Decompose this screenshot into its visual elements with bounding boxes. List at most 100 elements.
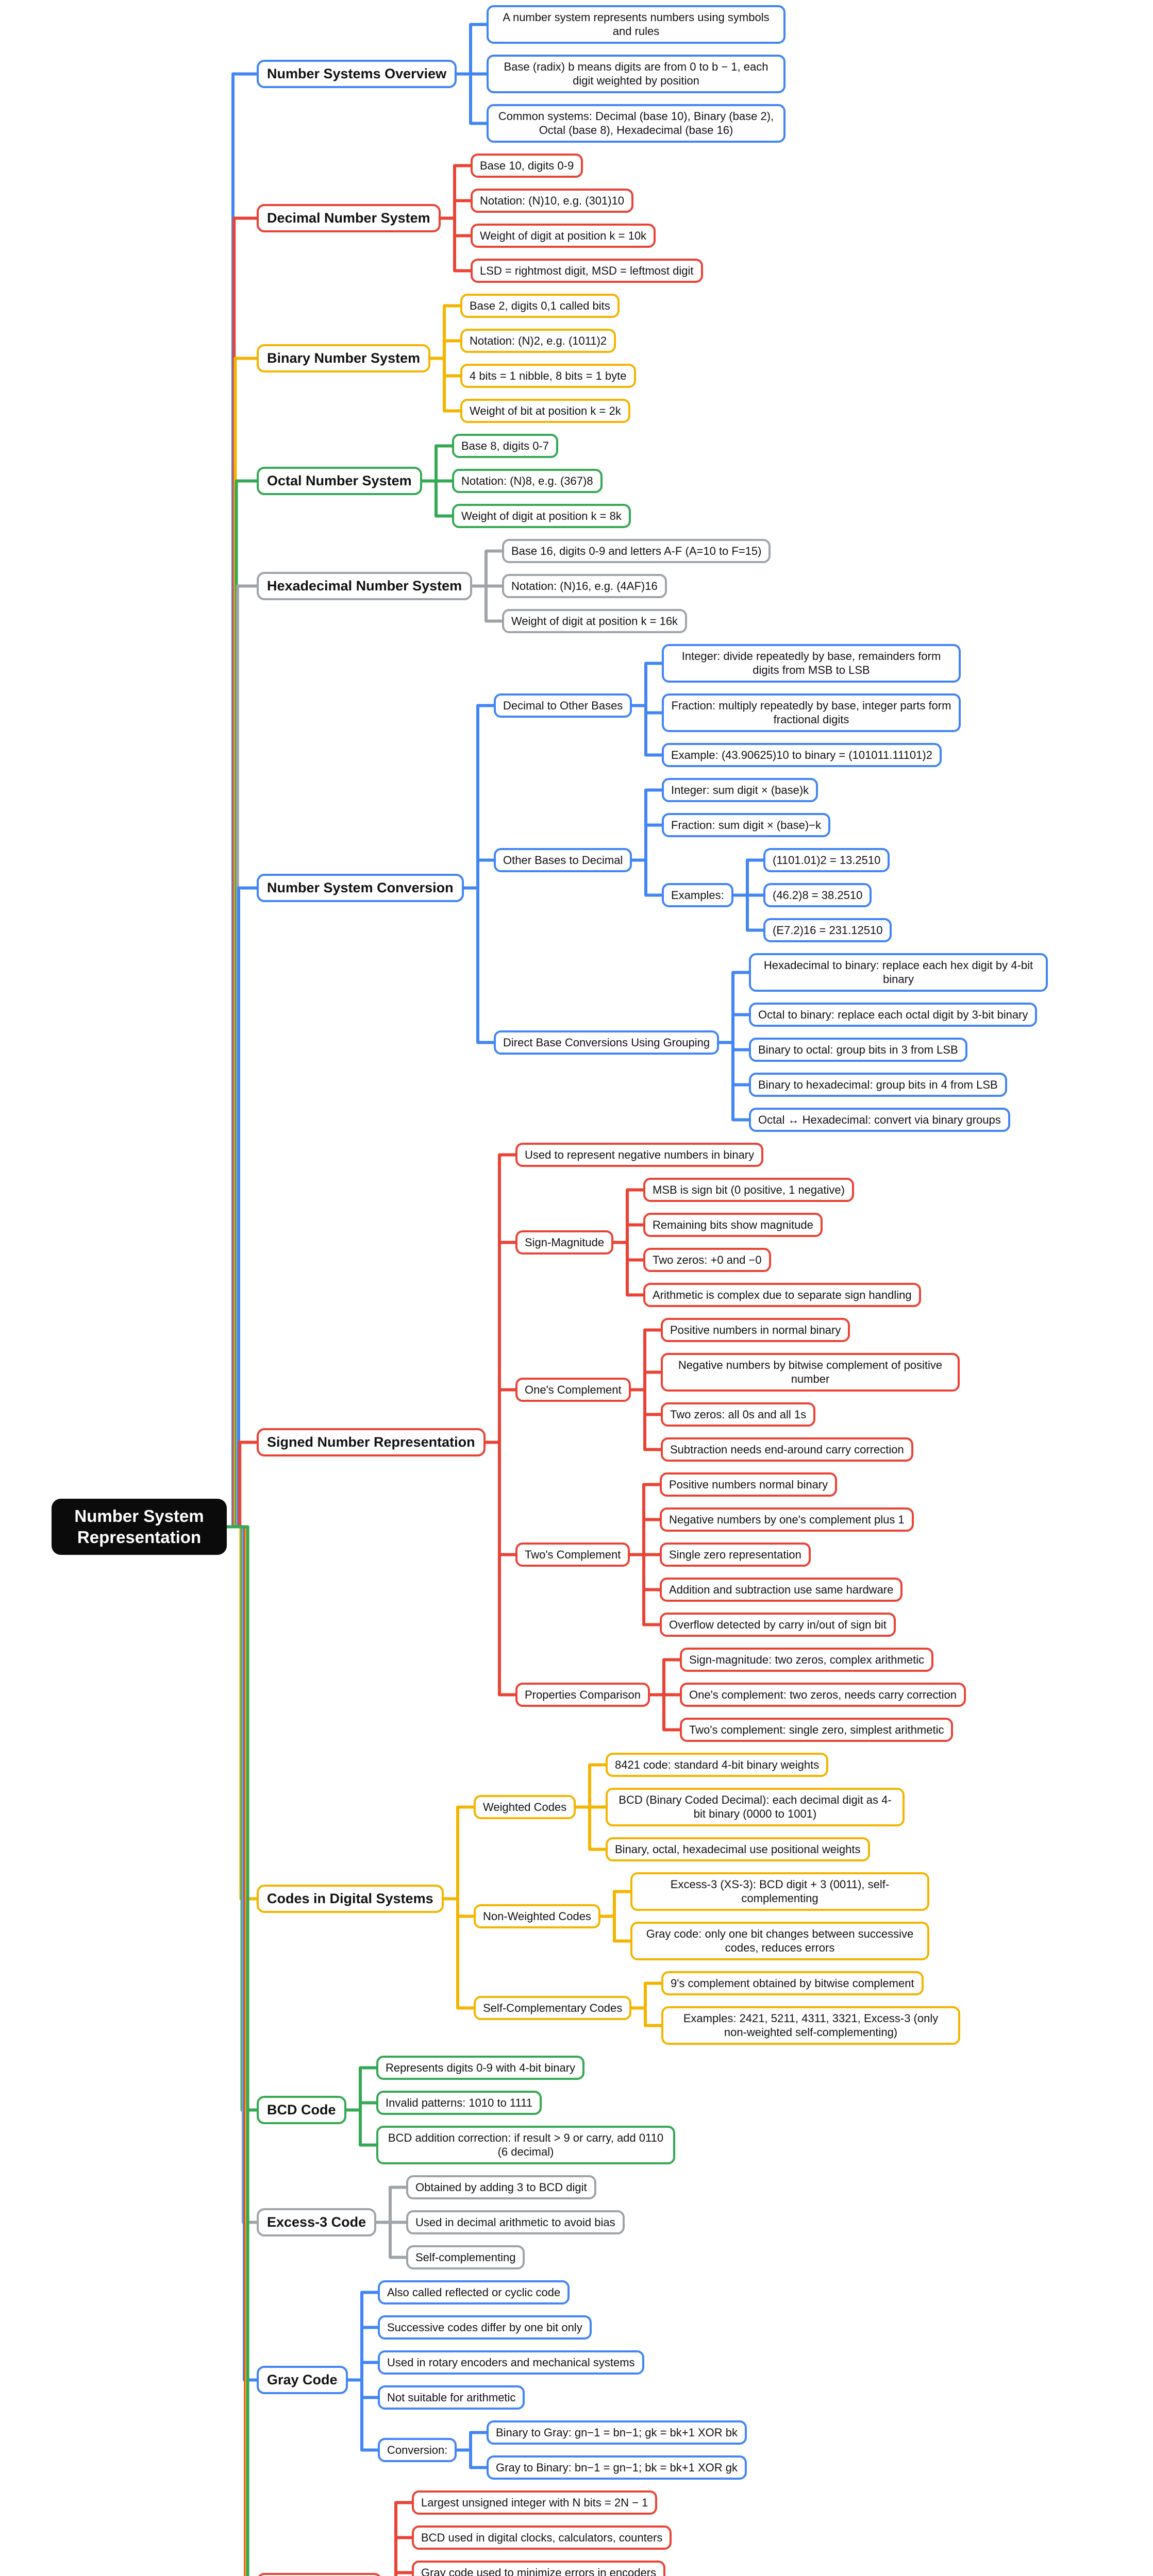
leaf-node: Used to represent negative numbers in bi… [515,1143,764,1167]
branch-node: Conversion: [378,2438,457,2463]
leaf-node: LSD = rightmost digit, MSD = leftmost di… [471,259,703,283]
branch-node: Number System Conversion [257,874,464,903]
mindmap-edge [630,2006,663,2027]
mindmap-edge [226,216,259,1529]
mindmap-edge [394,2536,414,2576]
leaf-node: Gray to Binary: bn−1 = gn−1; bk = bk+1 X… [487,2455,747,2480]
branch-node: Gray Code [257,2366,348,2395]
branch-node: Direct Base Conversions Using Grouping [494,1030,720,1055]
mindmap-edge [375,2221,408,2259]
branch-node: Two's Complement [515,1543,630,1567]
mindmap-edge [440,199,473,220]
mindmap-edge [629,1518,662,1556]
leaf-node: Overflow detected by carry in/out of sig… [660,1613,896,1637]
branch-node: Self-Complementary Codes [474,1996,632,2021]
branch-node: Other Bases to Decimal [494,848,632,873]
branch-node: One's Complement [515,1378,631,1402]
mindmap-edge [463,886,496,1044]
mindmap-edge [226,886,259,1529]
mindmap-edge [599,1890,632,1918]
mindmap-edge [421,479,454,518]
mindmap-edge [456,2431,489,2452]
leaf-node: Successive codes differ by one bit only [378,2315,592,2340]
leaf-node: Largest unsigned integer with N bits = 2… [412,2490,658,2515]
mindmap-edge [347,2361,380,2382]
leaf-node: Self-complementing [406,2245,525,2270]
mindmap-edge [463,858,496,890]
mindmap-edge [630,1388,663,1451]
leaf-node: Base 8, digits 0-7 [452,434,558,459]
leaf-node: BCD (Binary Coded Decimal): each decimal… [606,1788,905,1826]
mindmap-edge [226,357,259,1529]
leaf-node: Integer: divide repeatedly by base, rema… [662,644,961,683]
mindmap-edge [456,72,489,125]
leaf-node: 4 bits = 1 nibble, 8 bits = 1 byte [460,364,636,388]
leaf-node: Base 2, digits 0,1 called bits [460,294,620,318]
mindmap-edge [226,479,259,1529]
mindmap-edge [631,662,664,707]
mindmap-edge [629,1553,662,1626]
leaf-node: Hexadecimal to binary: replace each hex … [749,953,1048,992]
leaf-node: Used in decimal arithmetic to avoid bias [406,2210,625,2235]
branch-node: Decimal Number System [257,204,441,233]
leaf-node: Positive numbers in normal binary [661,1318,850,1343]
mindmap-edge [649,1693,682,1732]
mindmap-edge [631,823,664,862]
mindmap-edge [347,2378,380,2452]
mindmap-edge [471,584,504,623]
mindmap-edge [429,357,462,413]
leaf-node: 9's complement obtained by bitwise compl… [661,1971,924,1996]
mindmap-edge [226,1525,249,2576]
mindmap-edge [484,1440,517,1697]
leaf-node: Invalid patterns: 1010 to 1111 [376,2091,542,2115]
leaf-node: Base (radix) b means digits are from 0 t… [487,55,786,93]
leaf-node: (1101.01)2 = 13.2510 [763,848,890,873]
leaf-node: Notation: (N)2, e.g. (1011)2 [460,329,616,353]
mindmap-edge [456,2448,489,2469]
mindmap-edge [394,2571,414,2576]
leaf-node: A number system represents numbers using… [487,5,786,44]
leaf-node: Obtained by adding 3 to BCD digit [406,2175,596,2200]
leaf-node: Base 16, digits 0-9 and letters A-F (A=1… [502,539,771,564]
branch-node: Excess-3 Code [257,2208,377,2237]
leaf-node: Positive numbers normal binary [660,1472,838,1497]
leaf-node: Two zeros: all 0s and all 1s [661,1402,816,1427]
leaf-node: Weight of bit at position k = 2k [460,399,630,423]
leaf-node: Binary, octal, hexadecimal use positiona… [606,1837,870,1862]
leaf-node: Octal ↔ Hexadecimal: convert via binary … [749,1108,1010,1132]
mindmap-edge [471,549,504,588]
branch-node: Number Systems Overview [257,60,457,89]
branch-node: Binary Number System [257,344,431,373]
mindmap-edge [718,1013,751,1044]
mindmap-edge [456,23,489,76]
leaf-node: Subtraction needs end-around carry corre… [661,1437,913,1462]
mindmap-edge [440,216,473,273]
leaf-node: Remaining bits show magnitude [643,1213,823,1238]
branch-node: Codes in Digital Systems [257,1885,444,1913]
branch-node: Decimal to Other Bases [494,693,632,718]
branch-node: Non-Weighted Codes [474,1904,600,1929]
mindmap-edge [631,704,664,757]
mindmap-edge [375,2185,408,2224]
leaf-node: Weight of digit at position k = 10k [471,224,656,248]
mindmap-edge [612,1241,645,1297]
leaf-node: Notation: (N)16, e.g. (4AF)16 [502,574,667,599]
branch-node: Sign-Magnitude [515,1230,614,1255]
leaf-node: Not suitable for arithmetic [378,2385,525,2410]
root-node: Number System Representation [52,1499,227,1555]
mindmap-edge [718,1041,751,1122]
leaf-node: BCD used in digital clocks, calculators,… [412,2526,672,2550]
mindmap-edge [599,1914,632,1943]
leaf-node: Notation: (N)10, e.g. (301)10 [471,189,634,213]
leaf-node: (46.2)8 = 38.2510 [763,883,872,908]
mindmap-edge [612,1223,645,1244]
leaf-node: Example: (43.90625)10 to binary = (10101… [662,743,942,768]
leaf-node: Single zero representation [660,1543,811,1567]
leaf-node: Weight of digit at position k = 16k [502,609,688,634]
mindmap-edge [443,1897,476,2010]
mindmap-edge [421,444,454,483]
leaf-node: MSB is sign bit (0 positive, 1 negative) [643,1178,854,1202]
leaf-node: Gray code used to minimize errors in enc… [412,2561,666,2576]
leaf-node: One's complement: two zeros, needs carry… [680,1683,966,1707]
